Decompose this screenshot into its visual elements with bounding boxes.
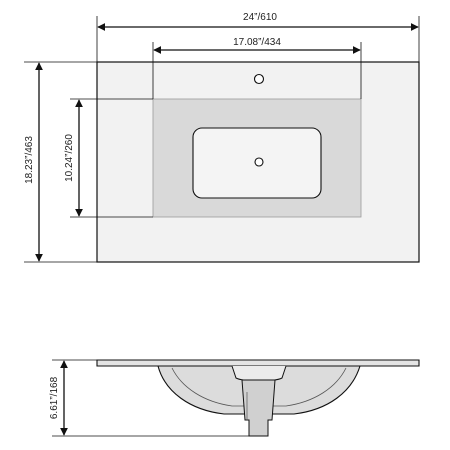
- drain-icon: [254, 157, 264, 167]
- side-faucet-deck: [231, 365, 287, 382]
- faucet-hole-icon: [253, 73, 265, 85]
- basin-width-label: 17.08”/434: [233, 37, 281, 48]
- top-view: [96, 61, 420, 263]
- dimension-overall-width: 24”/610: [96, 12, 420, 62]
- height-label: 6.61”/168: [49, 376, 60, 419]
- overall-width-label: 24”/610: [243, 12, 277, 23]
- side-countertop: [96, 359, 420, 367]
- dimension-basin-depth: 10.24”/260: [64, 98, 153, 218]
- basin-depth-label: 10.24”/260: [64, 134, 75, 182]
- side-drain-pipe: [241, 379, 276, 437]
- dimension-overall-depth: 18.23”/463: [24, 61, 97, 263]
- overall-depth-label: 18.23”/463: [24, 136, 35, 184]
- dimension-height: 6.61”/168: [49, 359, 249, 437]
- dimension-basin-width: 17.08”/434: [152, 37, 362, 99]
- side-view: [96, 359, 420, 437]
